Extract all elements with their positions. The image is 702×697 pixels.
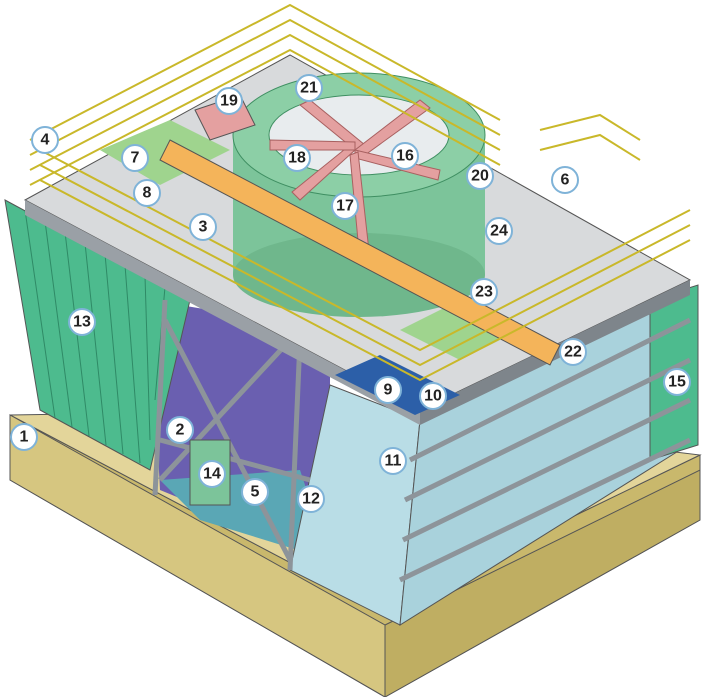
callout-17: 17 (331, 192, 359, 220)
callout-4: 4 (31, 126, 59, 154)
svg-text:15: 15 (668, 374, 686, 391)
svg-text:20: 20 (471, 168, 489, 185)
callouts: 1 2 3 4 5 6 7 8 9 10 11 12 13 14 15 16 1… (10, 74, 691, 513)
svg-text:8: 8 (143, 185, 152, 202)
callout-11: 11 (379, 447, 407, 475)
svg-text:10: 10 (424, 388, 442, 405)
svg-text:7: 7 (131, 150, 140, 167)
svg-text:6: 6 (561, 172, 570, 189)
svg-text:4: 4 (41, 132, 50, 149)
svg-text:21: 21 (300, 80, 318, 97)
callout-23: 23 (470, 278, 498, 306)
svg-text:17: 17 (336, 198, 354, 215)
svg-text:3: 3 (199, 219, 208, 236)
callout-5: 5 (241, 478, 269, 506)
callout-9: 9 (374, 376, 402, 404)
callout-19: 19 (215, 87, 243, 115)
callout-10: 10 (419, 382, 447, 410)
callout-6: 6 (551, 166, 579, 194)
svg-text:13: 13 (73, 314, 91, 331)
callout-24: 24 (485, 217, 513, 245)
callout-12: 12 (297, 485, 325, 513)
callout-22: 22 (559, 338, 587, 366)
svg-text:14: 14 (203, 466, 221, 483)
callout-13: 13 (68, 308, 96, 336)
svg-text:11: 11 (385, 453, 402, 470)
svg-text:22: 22 (564, 344, 582, 361)
railing (29, 3, 691, 382)
callout-20: 20 (466, 162, 494, 190)
svg-text:18: 18 (288, 150, 306, 167)
callout-2: 2 (166, 416, 194, 444)
svg-text:1: 1 (20, 429, 29, 446)
callout-1: 1 (10, 423, 38, 451)
svg-text:19: 19 (220, 93, 238, 110)
svg-text:24: 24 (490, 223, 508, 240)
callout-21: 21 (295, 74, 323, 102)
callout-16: 16 (391, 142, 419, 170)
callout-15: 15 (663, 368, 691, 396)
svg-text:2: 2 (176, 422, 185, 439)
svg-text:12: 12 (302, 491, 320, 508)
callout-7: 7 (121, 144, 149, 172)
svg-text:23: 23 (475, 284, 493, 301)
callout-14: 14 (198, 460, 226, 488)
callout-3: 3 (189, 213, 217, 241)
callout-18: 18 (283, 144, 311, 172)
deck-edge (25, 200, 420, 425)
callout-8: 8 (133, 179, 161, 207)
svg-text:9: 9 (384, 382, 393, 399)
svg-text:5: 5 (251, 484, 260, 501)
svg-text:16: 16 (396, 148, 414, 165)
